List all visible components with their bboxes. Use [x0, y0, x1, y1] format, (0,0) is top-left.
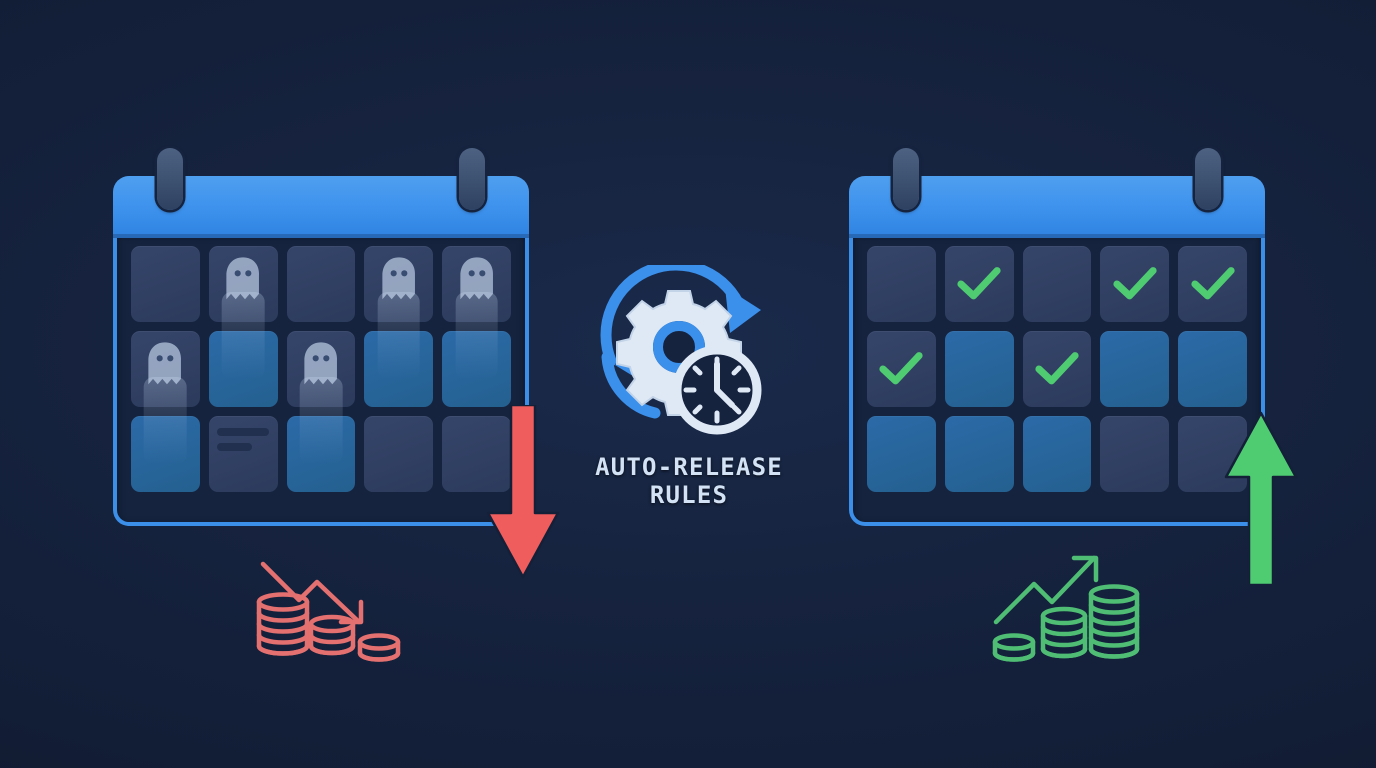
calendar-cell-r1-c4[interactable]	[1100, 246, 1170, 322]
calendar-cell-r2-c5[interactable]	[1178, 331, 1247, 407]
before-calendar	[113, 148, 529, 526]
arrow-up-icon	[1224, 411, 1298, 585]
check-icon	[1190, 267, 1235, 300]
check-icon	[879, 352, 924, 385]
calendar-cell-r1-c2[interactable]	[944, 246, 1014, 322]
label-line-1: AUTO-RELEASE	[595, 453, 783, 481]
auto-release-rules-badge: AUTO-RELEASE RULES	[575, 265, 803, 525]
calendar-cell-r3-c2[interactable]	[208, 416, 278, 492]
calendar-ring-right-icon	[459, 148, 485, 210]
appointment-text-lines	[217, 428, 270, 458]
check-icon	[1113, 267, 1157, 300]
calendar-cell-r3-c1[interactable]	[867, 416, 936, 492]
declining-coin-stacks-icon	[256, 561, 401, 662]
calendar-body	[113, 232, 529, 526]
calendar-cell-r3-c5[interactable]	[442, 416, 511, 492]
text-line	[217, 428, 270, 437]
calendar-cell-r1-c4[interactable]	[364, 246, 434, 379]
calendar-body	[849, 232, 1265, 526]
calendar-cell-r1-c2[interactable]	[208, 246, 278, 379]
rising-coin-stacks-icon	[992, 555, 1140, 662]
arrow-down-icon	[486, 405, 560, 579]
calendar-cell-r3-c4[interactable]	[364, 416, 434, 492]
ghost-icon	[382, 256, 415, 299]
ghost-icon	[459, 256, 493, 299]
calendar-cell-r3-c3[interactable]	[286, 416, 356, 492]
calendar-cell-r2-c1[interactable]	[867, 331, 936, 407]
calendar-cell-r1-c5[interactable]	[442, 246, 511, 379]
auto-release-rules-label: AUTO-RELEASE RULES	[575, 453, 803, 510]
ghost-icon	[148, 341, 182, 384]
calendar-cell-r2-c5[interactable]	[442, 331, 511, 407]
calendar-cell-r2-c2[interactable]	[944, 331, 1014, 407]
check-icon	[1035, 352, 1079, 385]
text-line	[217, 443, 252, 452]
after-calendar	[849, 148, 1265, 526]
calendar-cell-r1-c3[interactable]	[1022, 246, 1092, 322]
calendar-cell-r1-c3[interactable]	[286, 246, 356, 322]
calendar-ring-left-icon	[893, 148, 919, 210]
calendar-cell-r2-c3[interactable]	[1022, 331, 1092, 407]
calendar-cell-r1-c1[interactable]	[867, 246, 936, 322]
calendar-grid	[867, 246, 1247, 492]
calendar-cell-r2-c1[interactable]	[131, 331, 200, 464]
ghost-icon	[304, 341, 337, 384]
calendar-cell-r3-c2[interactable]	[944, 416, 1014, 492]
label-line-2: RULES	[649, 480, 729, 509]
check-icon	[957, 267, 1001, 300]
calendar-cell-r3-c4[interactable]	[1100, 416, 1170, 492]
calendar-cell-r2-c4[interactable]	[364, 331, 434, 407]
calendar-cell-r2-c2[interactable]	[208, 331, 278, 407]
calendar-cell-r3-c1[interactable]	[131, 416, 200, 492]
calendar-cell-r3-c3[interactable]	[1022, 416, 1092, 492]
calendar-ring-right-icon	[1195, 148, 1221, 210]
calendar-cell-r2-c4[interactable]	[1100, 331, 1170, 407]
calendar-cell-r3-c5[interactable]	[1178, 416, 1247, 492]
calendar-cell-r1-c1[interactable]	[131, 246, 200, 322]
ghost-icon	[226, 256, 260, 299]
calendar-ring-left-icon	[157, 148, 183, 210]
calendar-grid	[131, 246, 511, 492]
gear-clock-refresh-icon	[600, 265, 762, 435]
calendar-cell-r2-c3[interactable]	[286, 331, 356, 464]
calendar-cell-r1-c5[interactable]	[1178, 246, 1247, 322]
